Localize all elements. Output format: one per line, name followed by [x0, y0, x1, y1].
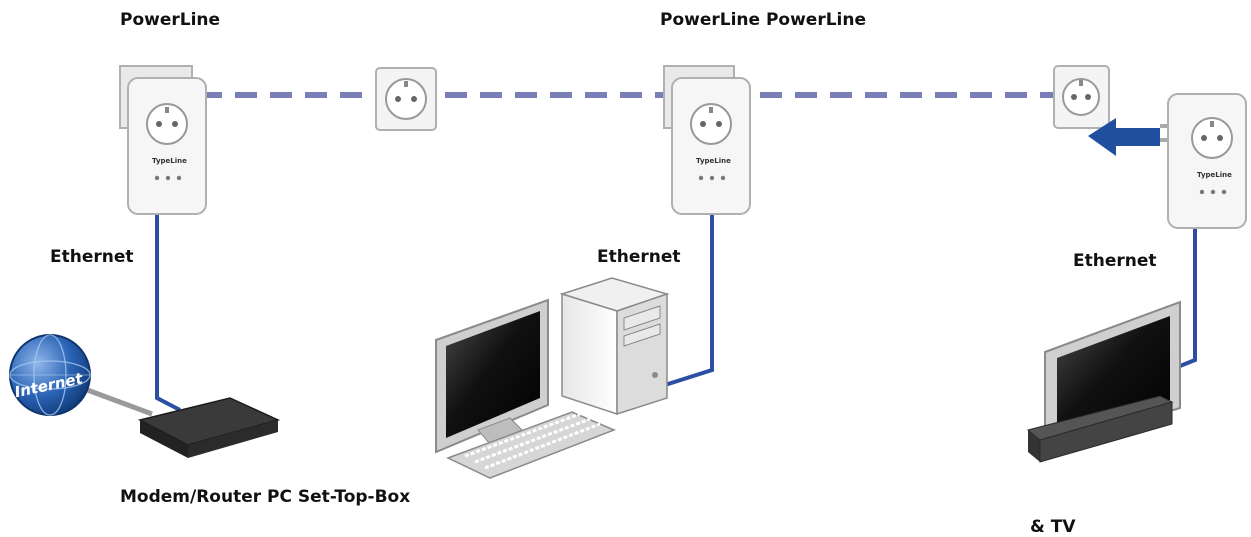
powerline-label-middle: PowerLine PowerLine [660, 10, 867, 30]
wall-socket-left [375, 67, 437, 131]
powerline-label-left: PowerLine [120, 10, 221, 30]
powerline-adapter-right: TypeLine [1160, 93, 1247, 229]
adapter-brand-label-right: TypeLine [1197, 171, 1232, 179]
ethernet-cable-middle [664, 210, 714, 387]
devices-caption: Modem/Router PC Set-Top-Box [120, 487, 411, 507]
adapter-brand-label-left: TypeLine [152, 157, 187, 165]
plug-in-arrow [1088, 118, 1160, 156]
ethernet-label-left: Ethernet [50, 247, 134, 267]
set-top-box [1026, 395, 1174, 463]
ethernet-cable-right [1179, 228, 1197, 368]
pc-tower [559, 277, 670, 416]
ethernet-cable-left [155, 210, 181, 412]
ethernet-label-middle: Ethernet [597, 247, 681, 267]
powerline-adapter-left: TypeLine [119, 65, 207, 215]
adapter-brand-label-middle: TypeLine [696, 157, 731, 165]
tv-caption: & TV [1030, 517, 1076, 537]
pc-monitor [435, 298, 549, 454]
internet-globe: Internet [9, 334, 153, 417]
wall-socket-right [1053, 65, 1110, 129]
powerline-adapter-middle: TypeLine [663, 65, 751, 215]
ethernet-label-right: Ethernet [1073, 251, 1157, 271]
pc-keyboard [446, 411, 616, 479]
modem-router [137, 397, 281, 458]
